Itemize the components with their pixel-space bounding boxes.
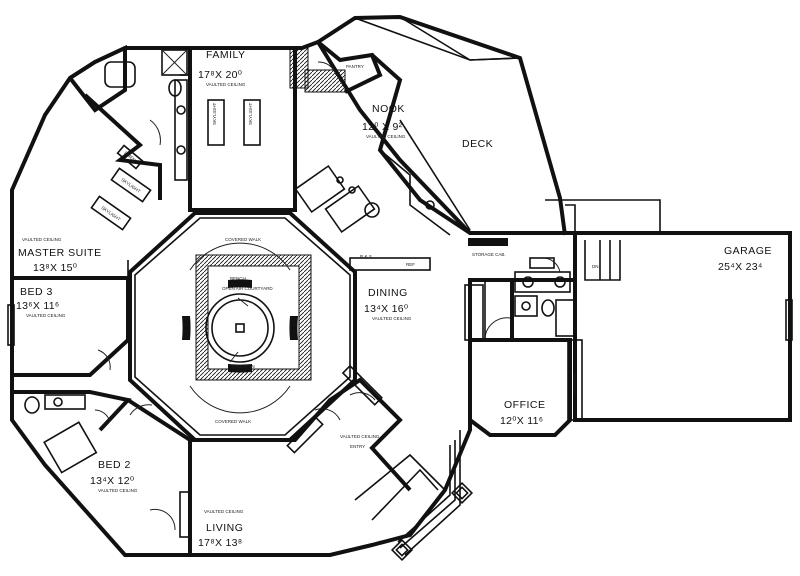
svg-text:REF: REF <box>406 262 415 267</box>
master-dim: 13⁸X 15⁰ <box>33 262 78 274</box>
vanity-3 <box>514 295 538 317</box>
counter-dark <box>468 238 508 246</box>
room-labels: FAMILY 17⁸X 20⁰ VAULTED CEILING NOOK 12⁰… <box>16 49 772 549</box>
office-title: OFFICE <box>504 399 546 411</box>
svg-text:SKYLIGHT: SKYLIGHT <box>212 102 217 125</box>
svg-text:SKYLIGHT: SKYLIGHT <box>100 205 121 222</box>
linen <box>116 144 144 170</box>
living-title: LIVING <box>206 522 243 534</box>
vanity-2 <box>44 394 86 410</box>
svg-text:VAULTED CEILING: VAULTED CEILING <box>204 509 244 514</box>
fireplace-hearth <box>304 69 346 93</box>
svg-text:VAULTED CEILING: VAULTED CEILING <box>22 237 62 242</box>
toilet <box>24 396 40 414</box>
svg-text:VAULTED CEILING: VAULTED CEILING <box>372 316 412 321</box>
svg-text:VAULTED CEILING: VAULTED CEILING <box>98 488 138 493</box>
courtyard: BENCH OPEN AIR COURTYARD FOUNTAIN COVERE… <box>128 211 357 442</box>
svg-text:VAULTED CEILING: VAULTED CEILING <box>26 313 66 318</box>
tub <box>104 61 136 88</box>
nook-dim: 12⁰ X 9² <box>362 121 403 133</box>
svg-text:SKYLIGHT: SKYLIGHT <box>248 102 253 125</box>
deck <box>316 14 661 236</box>
bed3-title: BED 3 <box>20 286 53 298</box>
utility-cabinet <box>514 271 571 293</box>
family-dim: 17⁸X 20⁰ <box>198 69 243 81</box>
skylight <box>110 167 152 203</box>
bench <box>182 316 191 340</box>
svg-text:R & S: R & S <box>360 254 372 259</box>
svg-text:VAULTED CEILING: VAULTED CEILING <box>206 82 246 87</box>
svg-text:PANTRY: PANTRY <box>346 64 364 69</box>
svg-text:BENCH: BENCH <box>230 276 246 281</box>
skylight <box>243 99 261 146</box>
kitchen: R & S REF STORAGE CAB. <box>294 53 508 271</box>
skylight <box>207 99 225 146</box>
bench <box>228 364 252 373</box>
shelves <box>567 339 583 421</box>
nook-title: NOOK <box>372 103 405 115</box>
dining-title: DINING <box>368 287 408 299</box>
svg-text:FOUNTAIN: FOUNTAIN <box>232 364 255 369</box>
master-title: MASTER SUITE <box>18 247 102 259</box>
counter <box>349 257 431 271</box>
island <box>324 184 376 234</box>
column <box>450 481 474 505</box>
bath-2 <box>12 390 132 474</box>
island <box>294 164 346 214</box>
family-room: SKYLIGHT SKYLIGHT <box>180 47 346 212</box>
svg-text:OPEN AIR COURTYARD: OPEN AIR COURTYARD <box>222 286 273 291</box>
exterior-walls <box>10 40 577 557</box>
bed2-title: BED 2 <box>98 459 131 471</box>
garage-dim: 25⁴X 23⁴ <box>718 261 763 273</box>
fireplace <box>289 47 309 89</box>
column <box>390 538 414 562</box>
entry <box>354 430 474 562</box>
sink-cabinet <box>529 257 555 269</box>
svg-text:COVERED WALK: COVERED WALK <box>215 419 251 424</box>
bed-2 <box>126 398 192 555</box>
master-bath: LINEN SKYLIGHT SKYLIGHT <box>83 49 188 231</box>
bed3-dim: 13⁶X 11⁶ <box>16 300 60 312</box>
sink <box>425 200 435 210</box>
svg-text:SKYLIGHT: SKYLIGHT <box>120 177 141 194</box>
bench <box>228 279 252 288</box>
bed2-dim: 13⁴X 12⁰ <box>90 475 135 487</box>
garage: SHELVES DN. <box>567 231 793 422</box>
bench <box>289 316 298 340</box>
vanity <box>174 79 188 181</box>
svg-text:VAULTED CEILING: VAULTED CEILING <box>366 134 406 139</box>
garage-title: GARAGE <box>724 245 772 257</box>
shower-2 <box>555 299 575 337</box>
living-room <box>190 364 412 492</box>
living-dim: 17⁸X 13⁸ <box>198 537 243 549</box>
utility-bath <box>510 257 575 340</box>
tub-2 <box>43 421 98 474</box>
svg-text:SHELVES: SHELVES <box>572 375 577 395</box>
svg-text:DN.: DN. <box>592 264 600 269</box>
shower <box>161 49 188 76</box>
deck-title: DECK <box>462 138 493 150</box>
svg-text:ENTRY: ENTRY <box>350 444 365 449</box>
dining-dim: 13⁴X 16⁰ <box>364 303 409 315</box>
fountain <box>205 293 275 363</box>
toilet <box>541 299 555 317</box>
svg-text:VAULTED CEILING: VAULTED CEILING <box>340 434 380 439</box>
sink <box>364 202 380 218</box>
office-dim: 12⁰X 11⁶ <box>500 415 543 427</box>
skylight <box>90 195 132 231</box>
family-title: FAMILY <box>206 49 246 61</box>
office <box>464 280 572 437</box>
svg-text:STORAGE CAB.: STORAGE CAB. <box>472 252 506 257</box>
svg-text:COVERED WALK: COVERED WALK <box>225 237 261 242</box>
